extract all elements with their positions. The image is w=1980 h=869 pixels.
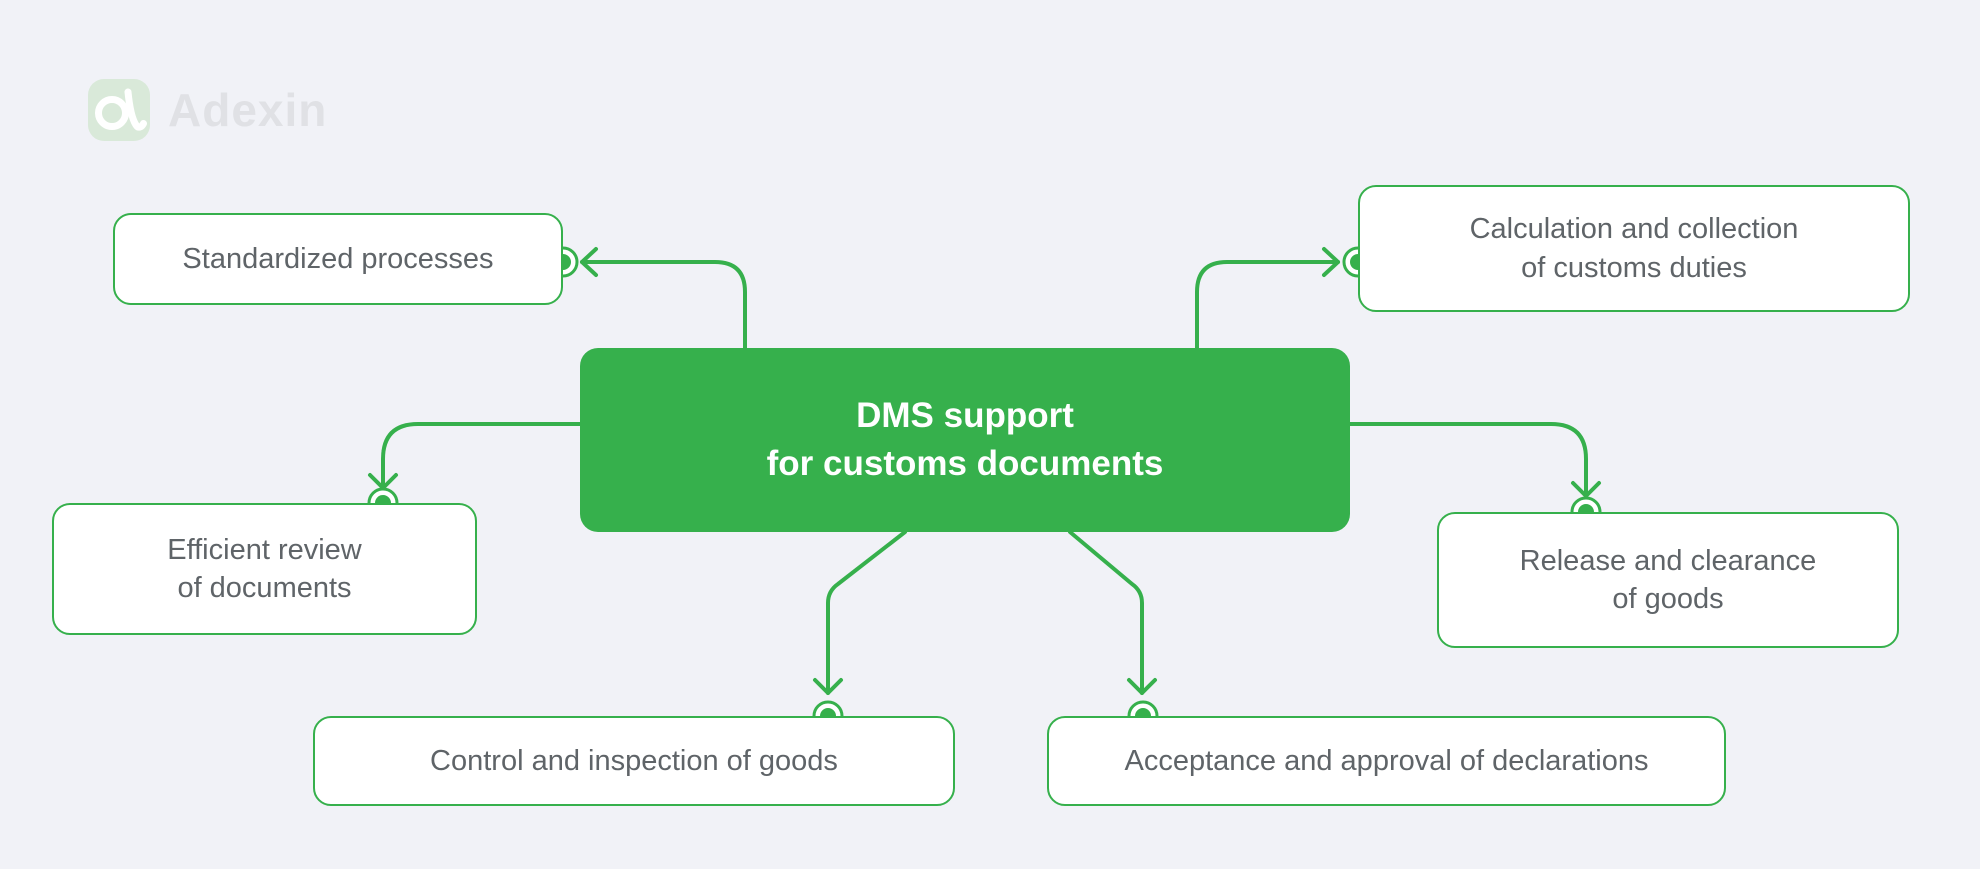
center-node-dms-support: DMS support for customs documents: [580, 348, 1350, 532]
node-efficient-review: Efficient review of documents: [52, 503, 477, 635]
arrowhead-right-icon: [1322, 247, 1340, 277]
node-label-line2: of goods: [1612, 583, 1724, 615]
node-label-line1: Calculation and collection: [1469, 213, 1799, 246]
node-calculation-collection: Calculation and collection of customs du…: [1358, 185, 1910, 312]
connector-to-standardized: [580, 260, 747, 350]
node-acceptance-approval: Acceptance and approval of declarations: [1047, 716, 1726, 806]
brand-header: Adexin: [88, 79, 327, 141]
connector-to-acceptance: [1068, 530, 1144, 695]
node-standardized-processes: Standardized processes: [113, 213, 563, 305]
node-release-clearance: Release and clearance of goods: [1437, 512, 1899, 648]
connector-to-control: [826, 530, 907, 695]
center-title-line1: DMS support: [856, 395, 1074, 435]
node-control-inspection: Control and inspection of goods: [313, 716, 955, 806]
adexin-logo-icon: [88, 79, 150, 141]
connector-to-release: [1348, 422, 1588, 498]
arrowhead-down-icon: [1127, 678, 1157, 695]
node-label: Standardized processes: [182, 242, 494, 275]
arrowhead-down-icon: [813, 678, 843, 695]
connector-to-efficient: [381, 422, 584, 490]
node-label-line1: Efficient review: [167, 533, 362, 566]
arrowhead-left-icon: [580, 247, 598, 277]
node-label-line2: of documents: [177, 572, 352, 604]
arrowhead-down-icon: [1571, 481, 1601, 498]
node-label-line2: of customs duties: [1521, 251, 1747, 284]
connector-to-calculation: [1195, 260, 1340, 350]
brand-name: Adexin: [168, 84, 328, 136]
node-label: Acceptance and approval of declarations: [1124, 744, 1649, 777]
node-label-line1: Release and clearance: [1519, 544, 1817, 577]
center-title-line2: for customs documents: [766, 444, 1164, 483]
node-label: Control and inspection of goods: [430, 744, 838, 777]
